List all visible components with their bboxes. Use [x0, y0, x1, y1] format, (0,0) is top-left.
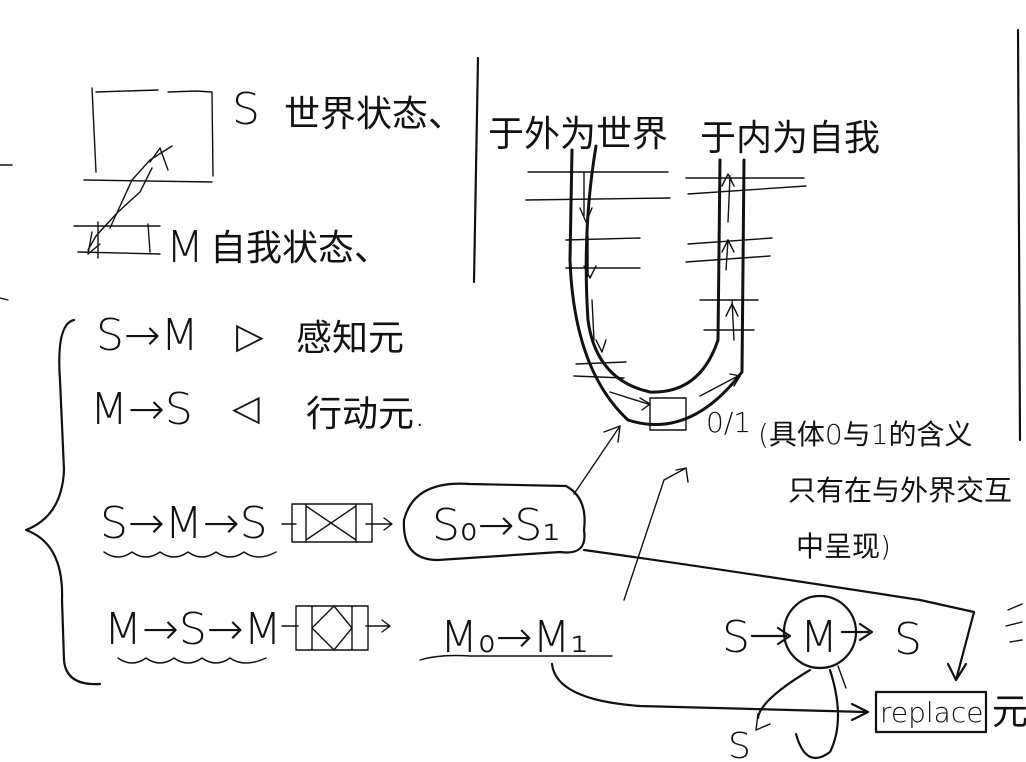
chain-one-formula: S→M→S	[100, 498, 268, 549]
bottom-s2: S	[894, 614, 922, 665]
zero-one-label: 0/1	[706, 406, 751, 439]
s-transition-formula: S₀→S₁	[432, 500, 560, 551]
perception-formula: S→M	[96, 310, 199, 361]
edge-tick	[0, 297, 9, 301]
outer-world-label: 于外为世界	[488, 114, 668, 155]
divider-line	[472, 56, 480, 284]
u-tube-diagram	[525, 144, 807, 431]
chain-one-box-icon	[281, 503, 393, 543]
curve-from-m	[550, 662, 870, 722]
action-label: 行动元.	[306, 394, 425, 435]
bottom-m: M	[800, 612, 838, 663]
note-line-2: 只有在与外界交互	[788, 474, 1012, 507]
replace-suffix: 元	[992, 692, 1026, 733]
action-symbol: ◁	[232, 388, 260, 429]
edge-mark	[1005, 603, 1023, 643]
m-transition-underline	[419, 654, 613, 661]
curve-to-replace	[582, 548, 976, 682]
replace-box	[874, 690, 988, 734]
chain-one-underline	[103, 551, 277, 558]
right-edge-line	[1016, 28, 1022, 442]
world-state-symbol: S	[232, 84, 260, 135]
m-transition-formula: M₀→M₁	[440, 612, 588, 663]
s-transition-bubble	[402, 482, 586, 562]
left-brace	[24, 318, 102, 686]
arrow-m-to-u	[623, 467, 689, 601]
self-state-label: 自我状态、	[210, 228, 390, 269]
action-formula: M→S	[90, 384, 193, 435]
chain-two-box-icon	[281, 605, 391, 651]
note-line-3: 中呈现)	[796, 530, 891, 563]
perception-label: 感知元	[296, 318, 404, 359]
chain-two-formula: M→S→M	[104, 604, 282, 655]
inner-self-label: 于内为自我	[700, 118, 880, 159]
world-state-box	[73, 87, 214, 259]
bottom-s1: S	[722, 612, 750, 663]
m-loop	[756, 668, 840, 760]
note-line-1: (具体0与1的含义	[758, 418, 973, 451]
perception-symbol: ▷	[236, 316, 264, 357]
arrow-s-to-u	[573, 425, 621, 495]
world-state-label: 世界状态、	[284, 94, 464, 135]
self-state-symbol: M	[166, 222, 204, 273]
replace-label: replace	[880, 696, 983, 729]
bottom-arrows	[750, 622, 874, 646]
m-loop-arrow	[755, 665, 847, 731]
loop-s-label: S	[728, 726, 751, 762]
chain-two-underline	[117, 657, 267, 664]
